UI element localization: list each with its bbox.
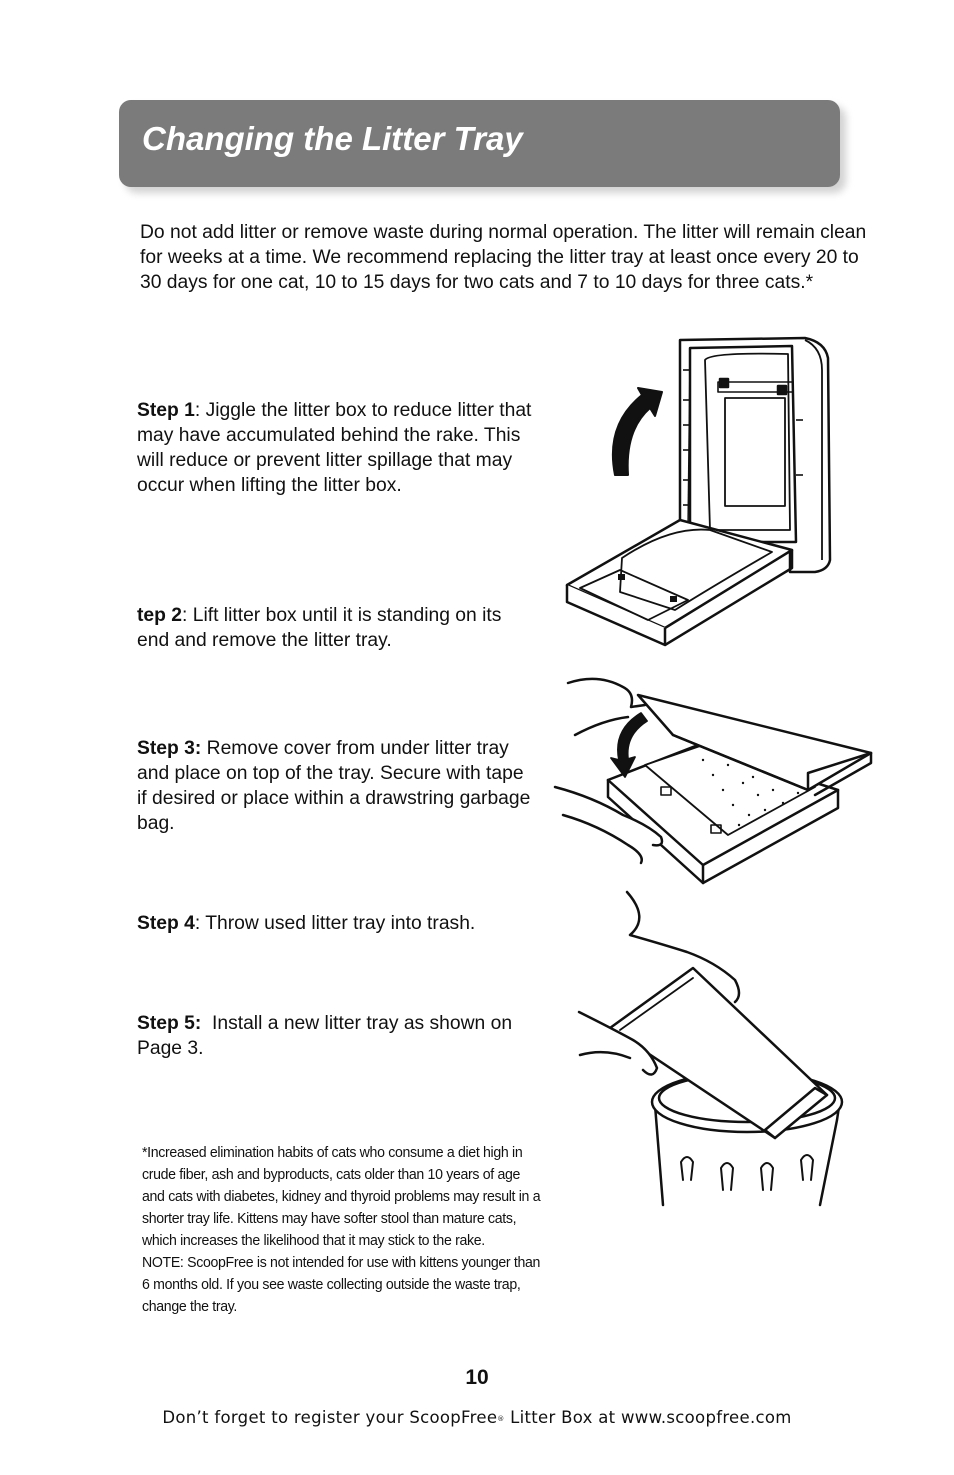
step-3-label: Step 3: [137,738,202,759]
section-header-banner: Changing the Litter Tray [119,100,840,187]
step-1-label: Step 1 [137,400,195,421]
page-number: 10 [465,1366,489,1389]
step-1-text: : Jiggle the litter box to reduce litter… [137,400,532,496]
register-prefix: Don’t forget to register your ScoopFree [162,1408,498,1427]
registration-reminder: Don’t forget to register your ScoopFree®… [0,1408,954,1427]
litter-box-lifted-icon [565,336,832,647]
step-2-text: : Lift litter box until it is standing o… [137,605,502,651]
footnote-line: which increases the likelihood that it m… [142,1232,485,1249]
step-2: tep 2: Lift litter box until it is stand… [137,603,537,653]
step-1: Step 1: Jiggle the litter box to reduce … [137,398,537,498]
step-3: Step 3: Remove cover from under litter t… [137,736,537,836]
intro-paragraph: Do not add litter or remove waste during… [140,222,867,293]
step-2-label: tep 2 [137,605,183,626]
step-5-label: Step 5: [137,1013,202,1034]
footnote-line: 6 months old. If you see waste collectin… [142,1276,521,1293]
register-suffix: Litter Box at www.scoopfree.com [504,1408,792,1427]
step-4-text: : Throw used litter tray into trash. [194,913,476,934]
cover-placement-icon [553,677,873,885]
footnote: *Increased elimination habits of cats wh… [142,1142,588,1318]
step-3-text: Remove cover from under litter tray and … [137,738,531,834]
footnote-line: *Increased elimination habits of cats wh… [142,1144,523,1161]
footnote-line: change the tray. [142,1298,238,1315]
page-title: Changing the Litter Tray [142,120,523,157]
step-5-text: Install a new litter tray as shown on Pa… [137,1013,518,1059]
registered-mark: ® [497,1415,505,1423]
footnote-line: NOTE: ScoopFree is not intended for use … [142,1254,541,1271]
step-4: Step 4: Throw used litter tray into tras… [137,911,537,936]
step-4-label: Step 4 [137,913,195,934]
footnote-line: and cats with diabetes, kidney and thyro… [142,1188,541,1205]
footnote-line: shorter tray life. Kittens may have soft… [142,1210,517,1227]
footnote-line: crude fiber, ash and byproducts, cats ol… [142,1166,521,1183]
step-5: Step 5: Install a new litter tray as sho… [137,1011,537,1061]
trash-can-disposal-icon [577,890,844,1207]
